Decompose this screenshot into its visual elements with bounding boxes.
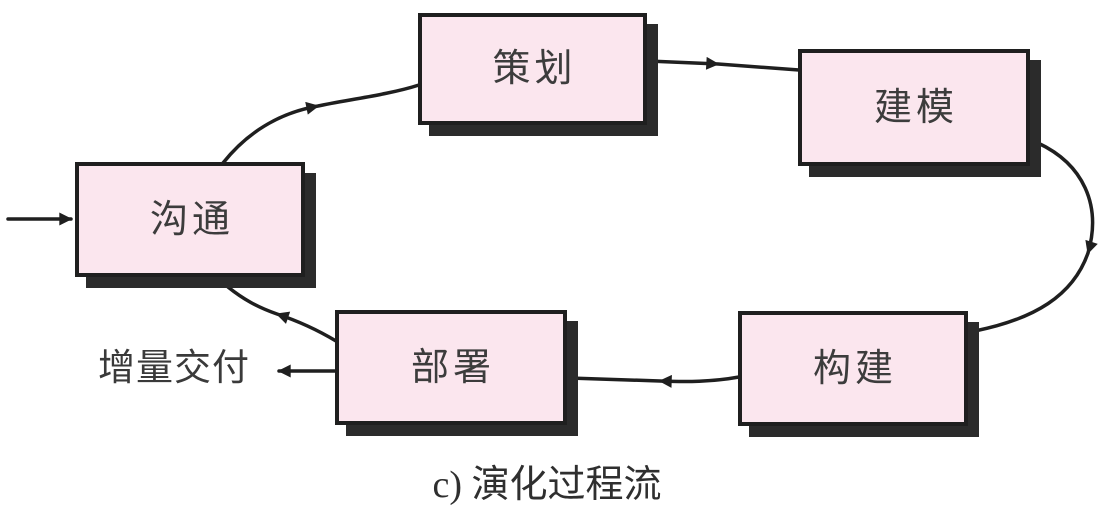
process-box-construction-label: 构建	[812, 347, 897, 390]
arrow-deployment-to-communication	[226, 285, 338, 343]
figure-caption: c) 演化过程流	[432, 464, 662, 506]
process-box-construction: 构建	[738, 311, 968, 426]
arrow-communication-to-planning	[221, 83, 421, 165]
arrow-construction-to-deployment	[567, 374, 741, 388]
process-box-deployment-label: 部署	[410, 346, 495, 389]
process-box-modeling-label: 建模	[873, 86, 958, 129]
process-box-communication-label: 沟通	[149, 198, 234, 241]
arrow-planning-to-modeling	[646, 56, 801, 72]
process-box-modeling: 建模	[798, 49, 1030, 166]
process-box-planning-label: 策划	[492, 48, 577, 90]
incremental-delivery-label: 增量交付	[98, 348, 250, 389]
arrow-modeling-to-construction	[973, 141, 1098, 333]
process-box-planning: 策划	[418, 13, 647, 125]
process-box-communication: 沟通	[75, 162, 305, 277]
process-box-deployment: 部署	[335, 310, 567, 425]
